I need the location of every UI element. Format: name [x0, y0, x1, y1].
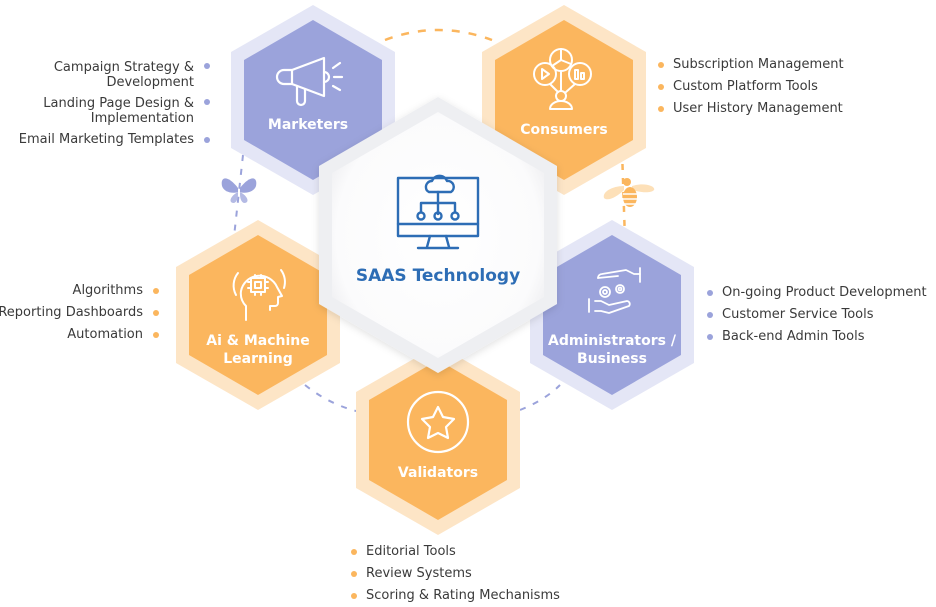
list-item-text: Algorithms — [72, 283, 143, 298]
list-item: Customer Service Tools — [705, 304, 927, 326]
bullet-dot — [707, 312, 713, 318]
cloud-monitor-network-icon — [396, 174, 480, 250]
list-item: Custom Platform Tools — [656, 76, 844, 98]
list-item-text: Reporting Dashboards — [0, 305, 143, 320]
bullet-dot — [204, 99, 210, 105]
list-item: Reporting Dashboards — [0, 302, 163, 324]
bullet-dot — [351, 571, 357, 577]
center-title: SAAS Technology — [355, 266, 521, 286]
list-item-text: User History Management — [673, 101, 843, 116]
user-media-charts-icon — [533, 48, 592, 110]
hex-administrators-business — [530, 220, 694, 410]
validators-list: Editorial Tools Review Systems Scoring &… — [349, 541, 560, 607]
bullet-dot — [658, 62, 664, 68]
bullet-dot — [204, 63, 210, 69]
list-item: Campaign Strategy & Development — [19, 57, 214, 93]
bullet-dot — [153, 332, 159, 338]
list-item: Review Systems — [349, 563, 560, 585]
bullet-dot — [153, 288, 159, 294]
bullet-dot — [707, 334, 713, 340]
list-item: User History Management — [656, 98, 844, 120]
hex-validators — [356, 345, 520, 535]
admin-label-line2: Business — [577, 351, 647, 367]
list-item-text: Scoring & Rating Mechanisms — [366, 588, 560, 603]
bullet-dot — [707, 290, 713, 296]
list-item-text: Development — [106, 75, 194, 90]
admin-list: On-going Product Development Customer Se… — [705, 282, 927, 348]
list-item-text: Back-end Admin Tools — [722, 329, 865, 344]
ai-machine-learning-label: Ai & Machine Learning — [206, 332, 310, 368]
list-item-text: Review Systems — [366, 566, 472, 581]
list-item: Landing Page Design & Implementation — [19, 93, 214, 129]
hands-gears-icon — [588, 267, 641, 314]
list-item-text: Editorial Tools — [366, 544, 456, 559]
list-item-text: Email Marketing Templates — [18, 132, 194, 147]
list-item-text: Campaign Strategy & — [53, 60, 194, 75]
bullet-dot — [658, 106, 664, 112]
head-chip-icon — [232, 269, 286, 321]
list-item-text: Implementation — [90, 111, 194, 126]
bullet-dot — [204, 137, 210, 143]
list-item-text: Customer Service Tools — [722, 307, 874, 322]
hex-ai-machine-learning — [176, 220, 340, 410]
star-circle-icon — [406, 390, 470, 454]
list-item: Automation — [0, 324, 163, 346]
list-item: On-going Product Development — [705, 282, 927, 304]
admin-label-line1: Administrators / — [548, 333, 676, 349]
butterfly-icon — [221, 178, 257, 203]
marketers-label: Marketers — [267, 117, 349, 133]
ai-list: Algorithms Reporting Dashboards Automati… — [0, 280, 163, 346]
bullet-dot — [351, 593, 357, 599]
consumers-label: Consumers — [520, 122, 608, 138]
bullet-dot — [658, 84, 664, 90]
list-item: Editorial Tools — [349, 541, 560, 563]
ai-label-line1: Ai & Machine — [206, 333, 310, 349]
list-item: Email Marketing Templates — [19, 129, 214, 151]
bullet-dot — [153, 310, 159, 316]
list-item-text: Landing Page Design & — [43, 96, 194, 111]
consumers-list: Subscription Management Custom Platform … — [656, 54, 844, 120]
list-item-text: Custom Platform Tools — [673, 79, 818, 94]
list-item-text: Automation — [67, 327, 143, 342]
validators-label: Validators — [397, 465, 479, 481]
list-item: Back-end Admin Tools — [705, 326, 927, 348]
list-item: Subscription Management — [656, 54, 844, 76]
administrators-business-label: Administrators / Business — [548, 332, 676, 368]
bullet-dot — [351, 549, 357, 555]
list-item: Scoring & Rating Mechanisms — [349, 585, 560, 607]
list-item-text: On-going Product Development — [722, 285, 927, 300]
marketers-list: Campaign Strategy & Development Landing … — [19, 57, 214, 151]
bee-icon — [603, 178, 655, 207]
ai-label-line2: Learning — [223, 351, 293, 367]
megaphone-icon — [275, 56, 344, 107]
list-item-text: Subscription Management — [673, 57, 844, 72]
list-item: Algorithms — [0, 280, 163, 302]
